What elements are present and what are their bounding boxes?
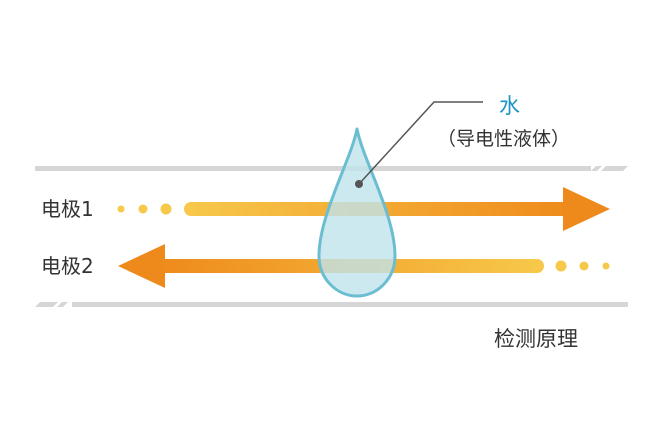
electrode1-dot	[117, 205, 125, 213]
water-sublabel: （导电性液体）	[437, 128, 570, 150]
bottom-rail	[35, 302, 628, 307]
arrow-left-icon	[118, 244, 165, 288]
top-rail	[35, 166, 628, 171]
caption: 检测原理	[494, 327, 578, 351]
water-leader-line	[355, 101, 483, 188]
water-drop-icon	[317, 127, 397, 298]
electrode1-label: 电极1	[41, 197, 94, 221]
electrode2-dot	[602, 262, 610, 270]
arrow-right-icon	[563, 187, 610, 231]
electrode2-dot	[555, 260, 567, 272]
electrode2-label: 电极2	[41, 254, 94, 278]
electrode2-dot	[579, 261, 589, 271]
water-label: 水	[499, 94, 520, 118]
electrode1-dot	[138, 204, 148, 214]
electrode1-dot	[160, 203, 172, 215]
